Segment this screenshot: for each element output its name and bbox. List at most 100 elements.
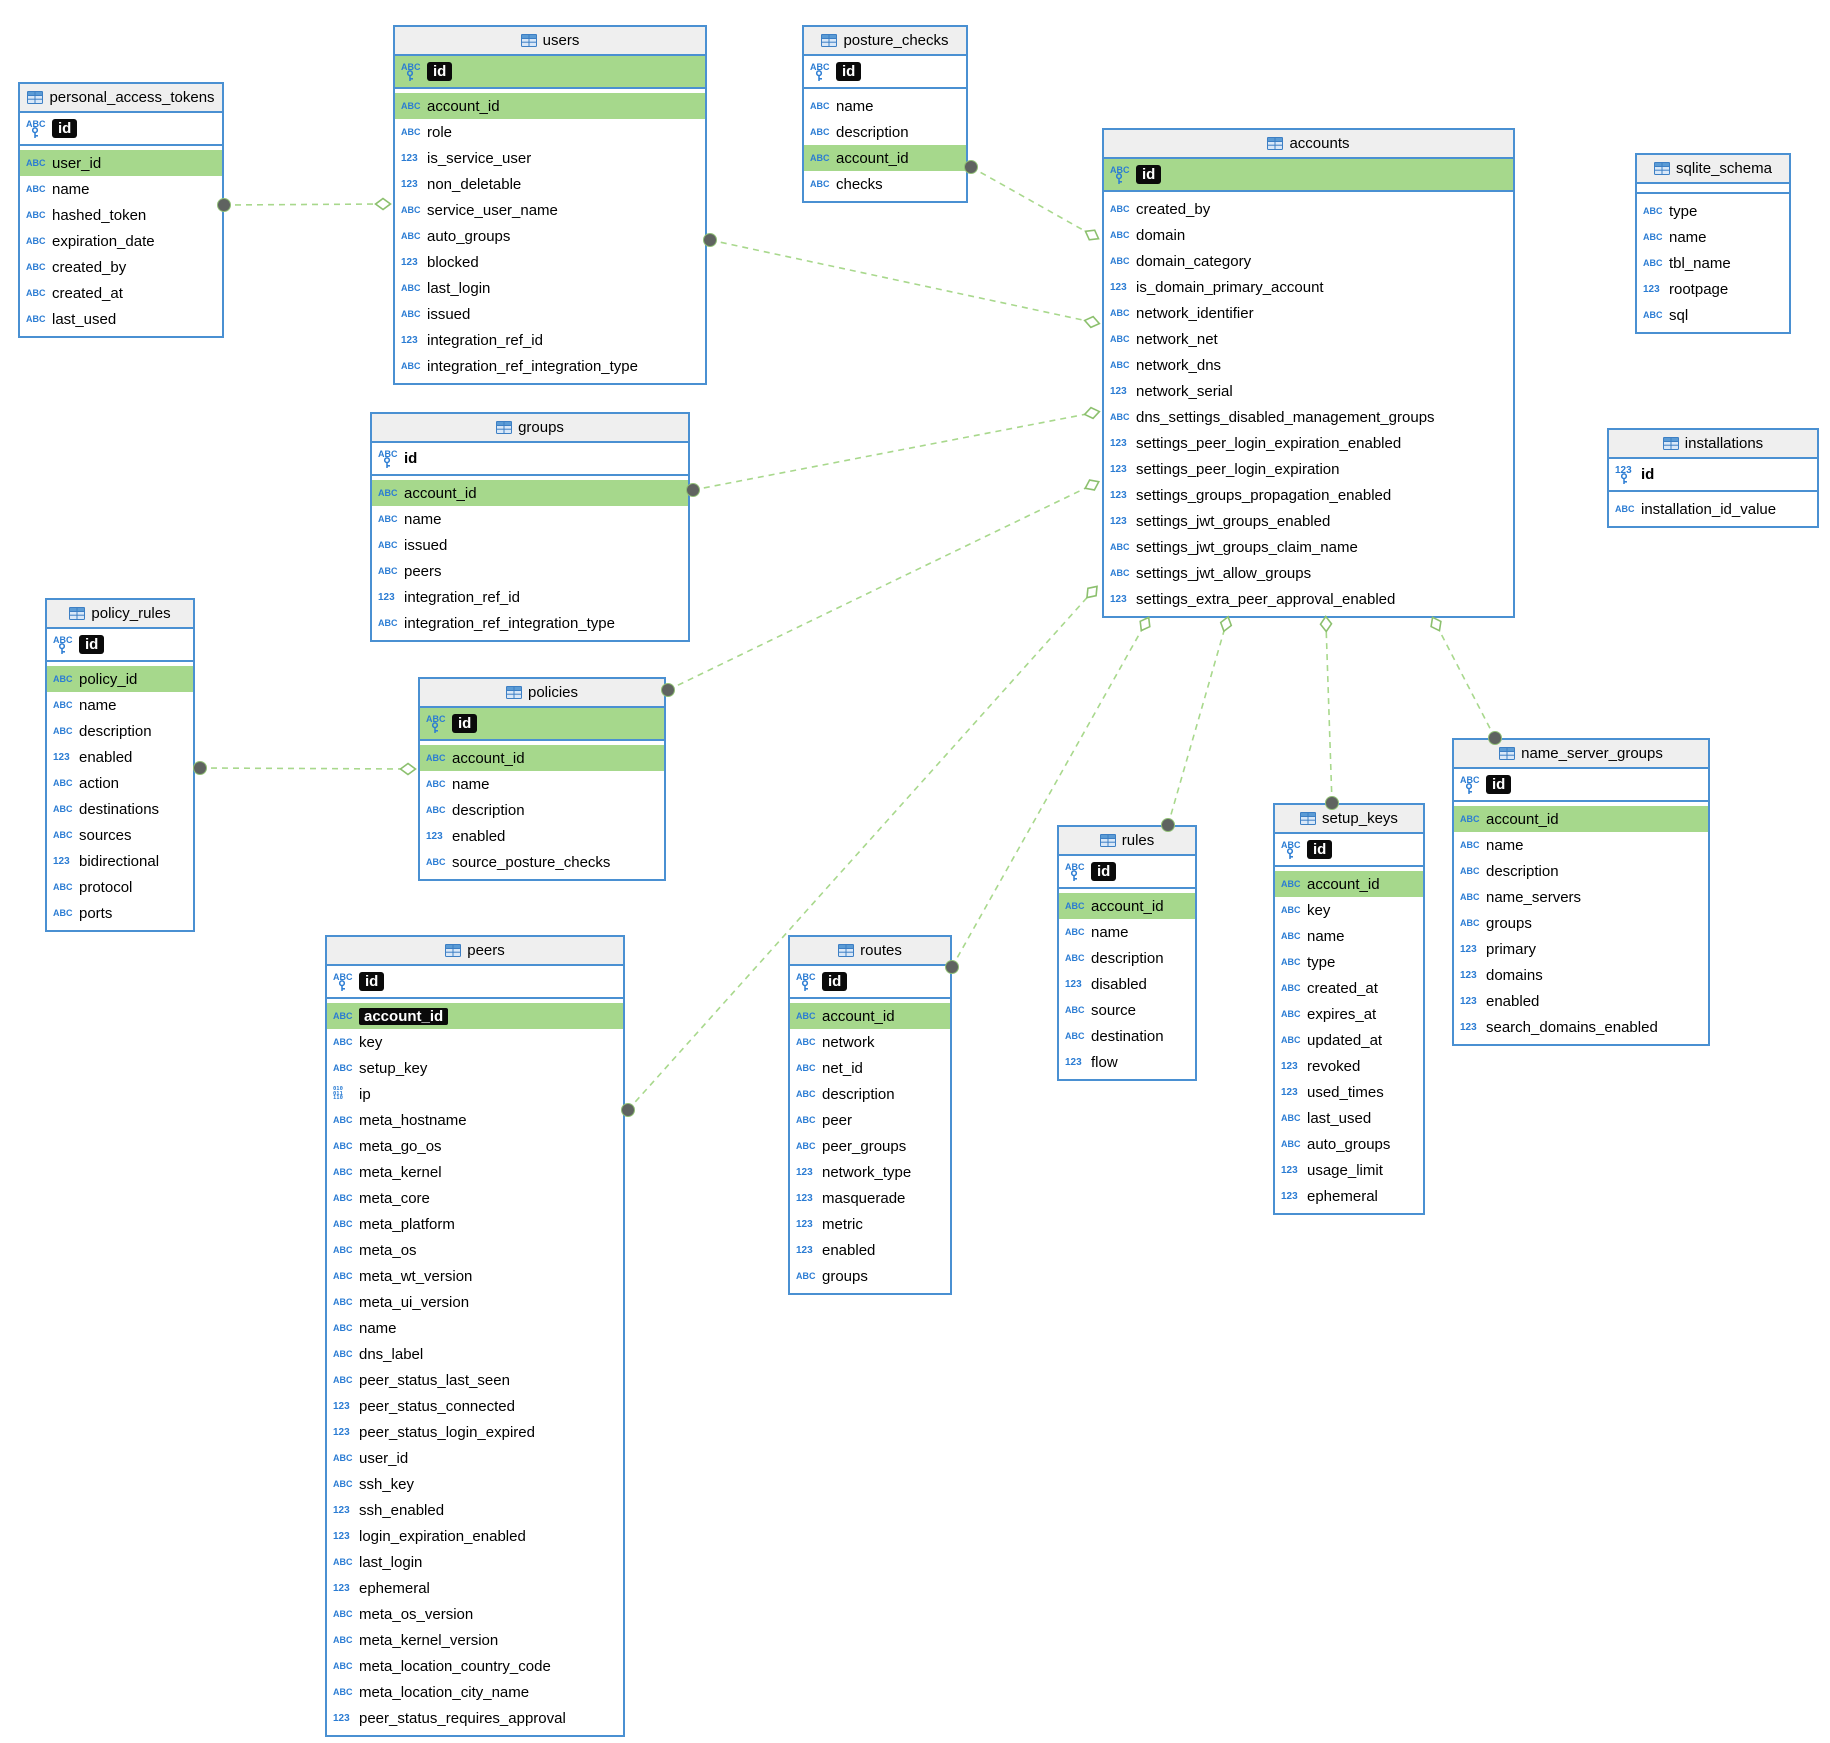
table-header[interactable]: peers: [327, 937, 623, 966]
table-header[interactable]: accounts: [1104, 130, 1513, 159]
table-header[interactable]: sqlite_schema: [1637, 155, 1789, 184]
table-header[interactable]: posture_checks: [804, 27, 966, 56]
table-header[interactable]: installations: [1609, 430, 1817, 459]
table-header[interactable]: name_server_groups: [1454, 740, 1708, 769]
